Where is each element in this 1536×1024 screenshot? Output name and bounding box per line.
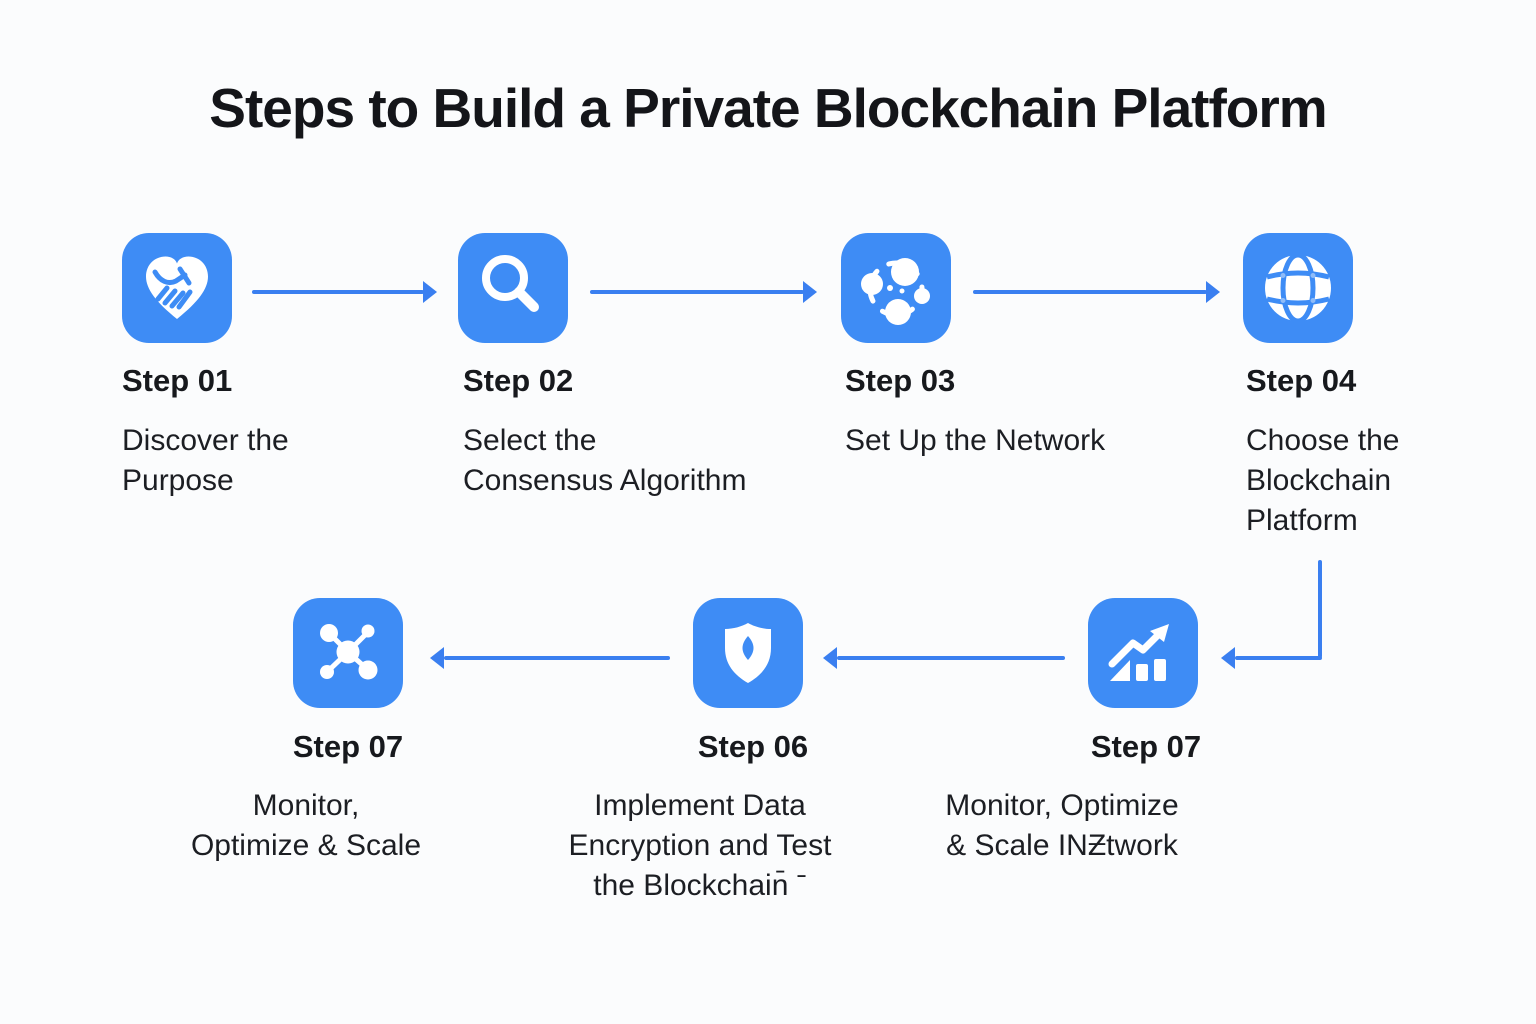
page-title: Steps to Build a Private Blockchain Plat…: [209, 77, 1327, 139]
arrow-line: [1235, 656, 1322, 660]
arrow-vertical-line: [1318, 560, 1322, 658]
description-line: Purpose: [122, 464, 234, 497]
step-04-tile: [1243, 233, 1353, 343]
step-06-label: Step 06: [697, 729, 809, 764]
arrow-line: [973, 290, 1207, 294]
step-07-right-label: Step 07: [1090, 729, 1202, 764]
molecule-network-icon: [320, 624, 378, 680]
description-line: Blockchain: [1246, 464, 1392, 497]
step-03-tile: [841, 233, 951, 343]
arrow-head-right-icon: [803, 281, 817, 303]
step-07-right-tile: [1088, 598, 1198, 708]
description-line: Discover the: [122, 424, 289, 457]
arrow-head-right-icon: [1206, 281, 1220, 303]
arrow-head-left-icon: [430, 647, 444, 669]
network-nodes-icon: [861, 258, 930, 325]
search-icon: [482, 255, 539, 312]
step-01-label: Step 01: [122, 363, 233, 398]
description-line: Set Up the Network: [845, 424, 1106, 457]
step-01-tile: [122, 233, 232, 343]
arrow-line: [444, 656, 670, 660]
arrow-line: [252, 290, 424, 294]
step-03-label: Step 03: [845, 363, 956, 398]
shield-icon: [725, 623, 771, 683]
description-line: Choose the: [1246, 424, 1400, 457]
arrow-head-left-icon: [823, 647, 837, 669]
step-07-left-tile: [293, 598, 403, 708]
arrow-head-left-icon: [1221, 647, 1235, 669]
globe-icon: [1265, 252, 1331, 324]
heart-handshake-icon: [146, 256, 208, 319]
step-07-left-label: Step 07: [292, 729, 404, 764]
description-line: Monitor,: [252, 789, 360, 822]
step-04-label: Step 04: [1246, 363, 1357, 398]
step-07-right-description: Monitor, Optimize & Scale INƵtwork: [812, 786, 1312, 866]
description-line: Select the: [463, 424, 597, 457]
arrow-line: [837, 656, 1065, 660]
step-07-left-description: Monitor, Optimize & Scale: [56, 786, 556, 866]
description-line: & Scale INƵtwork: [946, 829, 1178, 862]
step-02-label: Step 02: [463, 363, 574, 398]
description-line: the Blockchain̄ ˉ: [593, 869, 807, 902]
arrow-head-right-icon: [423, 281, 437, 303]
description-line: Consensus Algorithm: [463, 464, 747, 497]
step-03-description: Set Up the Network: [845, 421, 1225, 461]
description-line: Platform: [1246, 504, 1358, 537]
description-line: Monitor, Optimize: [945, 789, 1179, 822]
chart-growth-icon: [1108, 624, 1169, 681]
step-06-tile: [693, 598, 803, 708]
description-line: Optimize & Scale: [190, 829, 422, 862]
description-line: Encryption and Test: [568, 829, 832, 862]
arrow-line: [590, 290, 804, 294]
step-02-tile: [458, 233, 568, 343]
description-line: Implement Data: [594, 789, 806, 822]
